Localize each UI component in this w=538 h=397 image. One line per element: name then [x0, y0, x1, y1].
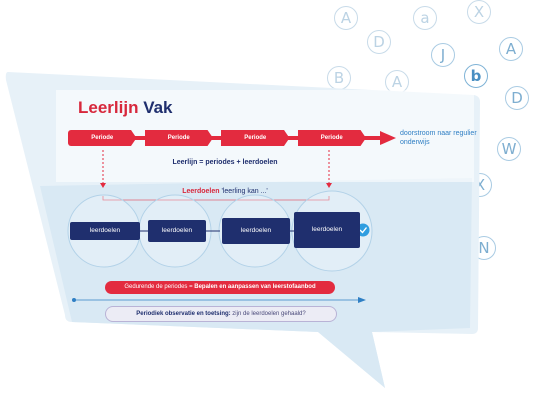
period-2: Periode: [144, 130, 213, 146]
letter-circle: W: [497, 137, 521, 161]
title-vak: Vak: [143, 98, 173, 117]
goal-box-3: leerdoelen: [222, 218, 290, 244]
during-bold: Bepalen en aanpassen van leerstofaanbod: [194, 284, 316, 290]
page-title: Leerlijn Vak: [78, 98, 173, 118]
letter-circle: D: [367, 30, 391, 54]
during-periods-bar: Gedurende de periodes = Bepalen en aanpa…: [105, 281, 335, 294]
letter-circle: A: [334, 6, 358, 30]
title-leerlijn: Leerlijn: [78, 98, 139, 117]
leerdoelen-heading: Leerdoelen 'leerling kan ...': [150, 188, 300, 195]
periods-row: Periode Periode Periode Periode: [68, 130, 374, 146]
letter-circle: a: [413, 6, 437, 30]
period-1: Periode: [68, 130, 137, 146]
doorstroom-label: doorstroom naar regulier onderwijs: [400, 130, 477, 146]
during-prefix: Gedurende de periodes =: [124, 284, 195, 290]
letter-circle: J: [431, 43, 455, 67]
goal-box-4: leerdoelen: [294, 212, 360, 248]
observation-rest: zijn de leerdoelen gehaald?: [230, 311, 306, 317]
formula-label: Leerlijn = periodes + leerdoelen: [172, 159, 278, 166]
letter-circle: A: [499, 37, 523, 61]
letter-circle: D: [505, 86, 529, 110]
leerdoelen-quote: 'leerling kan ...': [221, 188, 268, 195]
period-3: Periode: [221, 130, 290, 146]
letter-circle: b: [464, 64, 488, 88]
arrow-head: [380, 131, 396, 145]
observation-pill: Periodiek observatie en toetsing: zijn d…: [105, 306, 337, 322]
letter-circle: X: [467, 0, 491, 24]
observation-bold: Periodiek observatie en toetsing:: [136, 311, 231, 317]
goal-box-1: leerdoelen: [70, 222, 140, 240]
period-4: Periode: [297, 130, 366, 146]
goal-box-2: leerdoelen: [148, 220, 206, 242]
leerdoelen-label: Leerdoelen: [182, 188, 220, 195]
